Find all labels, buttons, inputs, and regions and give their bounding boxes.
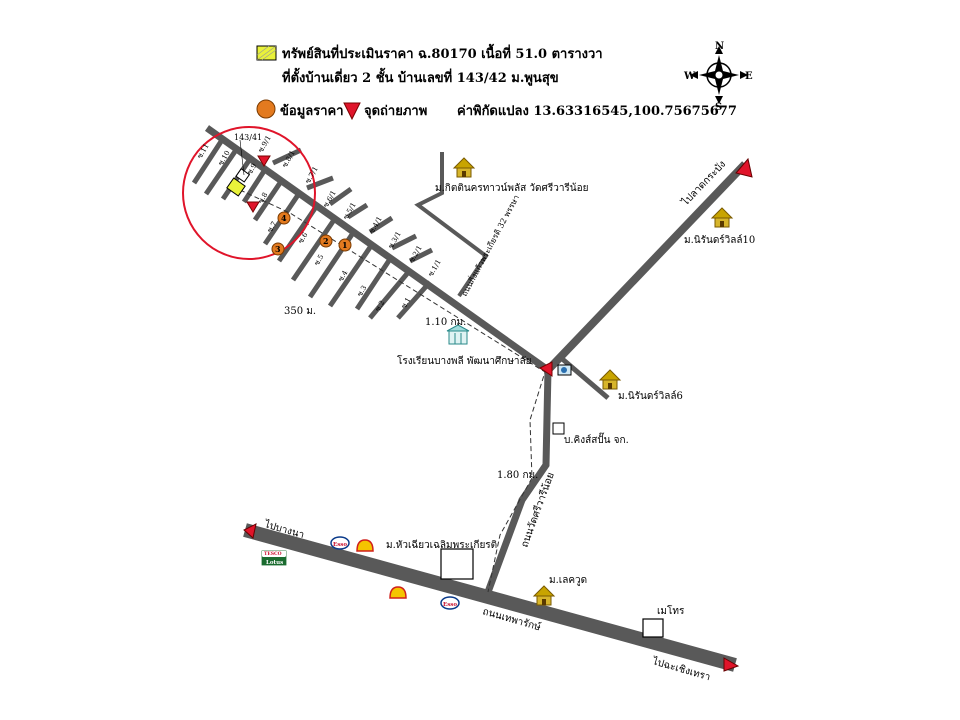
distance-110-label: 1.10 กม.	[425, 317, 466, 328]
soi-label: ซ.5	[313, 253, 326, 267]
photo-point-icon	[246, 201, 260, 213]
soi-label: ซ.8/1	[281, 149, 297, 169]
shell-logo	[389, 586, 407, 599]
esso-logo: Esso	[440, 596, 460, 610]
svg-text:Lotus: Lotus	[266, 560, 283, 566]
village-kittin-label: ม.กิตตินครทาวน์พลัส วัดศรีวารีน้อย	[435, 182, 589, 194]
svg-text:4: 4	[281, 213, 287, 223]
photo-points	[246, 155, 553, 377]
theparak-road	[243, 523, 737, 672]
subject-location-text: ที่ตั้งบ้านเดี่ยว 2 ชั้น บ้านเลขที่ 143/…	[282, 67, 559, 86]
metro-label: เมโทร	[657, 604, 685, 617]
legend: ทรัพย์สินที่ประเมินราคา ฉ.80170 เนื้อที่…	[256, 43, 737, 121]
school: โรงเรียนบางพลี พัฒนาศึกษาลัย	[397, 324, 532, 367]
tesco-lotus-logo: TESCO Lotus	[261, 550, 287, 566]
shell-logo	[356, 539, 374, 552]
metro-building: เมโทร	[642, 604, 685, 638]
nirun6-road	[558, 355, 610, 400]
kingsup-label: บ.คิงส์สปั๊น จก.	[564, 432, 629, 446]
svg-text:2: 2	[323, 236, 329, 246]
svg-text:Esso: Esso	[443, 602, 457, 608]
village-nirun10-label: ม.นิรันดร์วิลล์10	[684, 234, 755, 246]
price-marker-4: 4	[277, 211, 291, 225]
price-legend-text: ข้อมูลราคา	[280, 103, 344, 119]
direction-arrows	[243, 157, 753, 672]
kingsup-building: บ.คิงส์สปั๊น จก.	[552, 422, 629, 446]
compass-east: E	[745, 71, 753, 82]
soi-label: ซ.1	[400, 296, 413, 310]
arrow-bangna-icon	[243, 523, 257, 539]
gas-station-icon	[557, 364, 572, 376]
soi-label: ซ.1/1	[427, 258, 443, 278]
main-soi-road	[204, 125, 551, 373]
compass-south: S	[715, 102, 722, 113]
price-marker-2: 2	[319, 234, 333, 248]
price-legend-icon	[256, 99, 276, 119]
svg-text:TESCO: TESCO	[264, 551, 282, 557]
sub-sois	[191, 138, 434, 320]
distance-180-label: 1.80 กม.	[497, 470, 538, 481]
compass: N S W E	[683, 41, 753, 113]
kingkaew-road-label: ถนนกิ่งแก้วพระเกียรติ 32 พรรษา	[458, 193, 521, 298]
subject-legend-text: ทรัพย์สินที่ประเมินราคา ฉ.80170 เนื้อที่…	[282, 43, 603, 62]
house-icon	[710, 207, 734, 228]
svg-text:1: 1	[342, 240, 348, 250]
huachiew-building: ม.หัวเฉียวเฉลิมพระเกียรติ	[386, 539, 497, 580]
price-markers: 1 2 3 4	[271, 211, 352, 256]
village-kittin: ม.กิตตินครทาวน์พลัส วัดศรีวารีน้อย	[435, 157, 589, 194]
compass-north: N	[715, 41, 724, 52]
school-icon	[446, 324, 470, 345]
roads	[191, 125, 748, 672]
distance-350-label: 350 ม.	[284, 306, 316, 317]
school-label: โรงเรียนบางพลี พัฒนาศึกษาลัย	[397, 354, 532, 367]
arrow-lat-krabang-icon	[735, 157, 753, 178]
photo-legend-icon	[343, 102, 361, 121]
wat-sriwari-road	[484, 369, 552, 594]
photo-point-icon	[539, 361, 553, 377]
coordinates-text: ค่าพิกัดแปลง 13.63316545,100.75675677	[457, 104, 737, 119]
photo-legend-text: จุดถ่ายภาพ	[364, 104, 427, 119]
subject-area-circle	[182, 126, 316, 260]
subject-parcel: 143/41	[226, 133, 262, 197]
price-marker-1: 1	[338, 238, 352, 252]
huachiew-label: ม.หัวเฉียวเฉลิมพระเกียรติ	[386, 539, 497, 551]
price-marker-3: 3	[271, 242, 285, 256]
svg-text:Esso: Esso	[333, 542, 347, 548]
soi-label: ซ.3/1	[387, 230, 403, 250]
village-lakewood-label: ม.เลควูด	[549, 575, 587, 586]
lot-number-label: 143/41	[234, 133, 262, 142]
lat-krabang-road	[545, 161, 748, 373]
village-nirun10: ม.นิรันดร์วิลล์10	[684, 207, 755, 246]
village-nirun6-label: ม.นิรันดร์วิลล์6	[618, 390, 683, 402]
svg-text:3: 3	[275, 244, 281, 254]
kingkaew-road	[414, 152, 489, 298]
route-dashed-line	[239, 189, 546, 593]
house-icon	[452, 157, 476, 178]
photo-point-icon	[257, 155, 271, 167]
compass-west: W	[683, 71, 696, 82]
arrow-chachoengsao-icon	[723, 657, 740, 672]
village-nirun6: ม.นิรันดร์วิลล์6	[598, 369, 683, 402]
house-icon	[532, 585, 556, 606]
esso-logo: Esso	[330, 536, 350, 550]
house-icon	[598, 369, 622, 390]
soi-label: ซ.7	[266, 220, 279, 234]
village-lakewood: ม.เลควูด	[532, 575, 587, 606]
